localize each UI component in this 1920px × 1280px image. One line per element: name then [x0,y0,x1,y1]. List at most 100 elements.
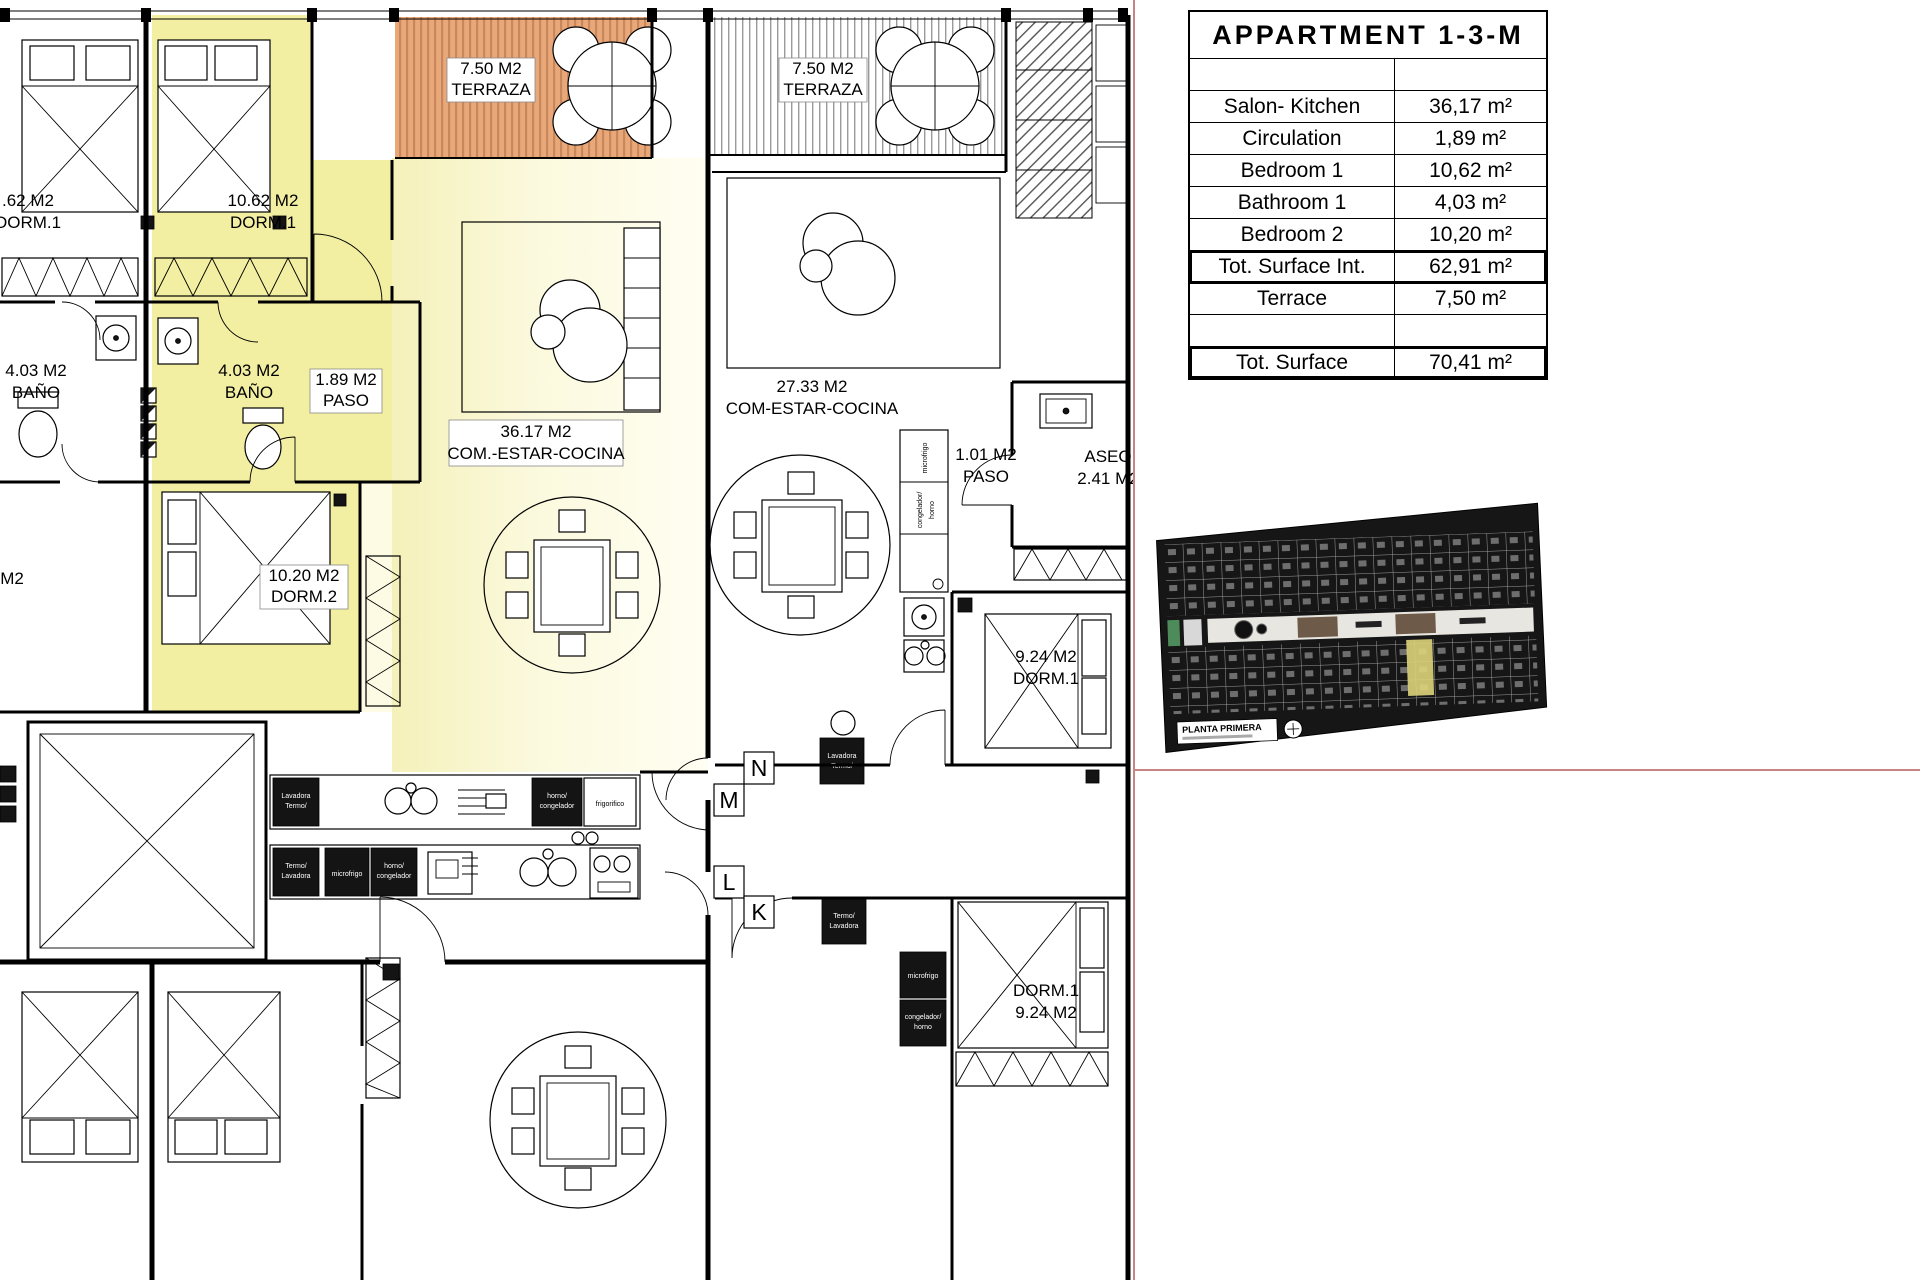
sink-icon [95,315,137,361]
marker-letter: N [751,755,768,781]
window-band [0,10,1128,20]
marker-letter: M [719,787,738,813]
appliance-label: congelador/ [917,492,924,529]
marker-letter: K [751,899,767,925]
bed-icon [984,613,1112,749]
table-row: Circulation 1,89 m² [1190,123,1546,155]
room-label: .62 M2 [2,191,54,210]
plan-boundary-line-horizontal [1133,769,1920,771]
washer-icon: Termo/ Lavadora [821,897,867,945]
appliance-label: Termo/ [285,803,306,810]
apartment-area-table: APPARTMENT 1-3-M Salon- Kitchen 36,17 m²… [1188,10,1548,380]
room-label: 1.01 M2 [955,445,1016,464]
room-label: DORM.1 [1013,981,1079,1000]
table-row-blank [1190,59,1546,91]
room-label: 27.33 M2 [777,377,848,396]
room-label: TERRAZA [783,80,863,99]
appliance-label: horno [929,501,936,519]
table-row: Bathroom 1 4,03 m² [1190,187,1546,219]
room-label: DORM.1 [1013,669,1079,688]
room-label: 9.24 M2 [1015,647,1076,666]
row-value: 4,03 m² [1434,190,1507,214]
bed-icon [157,39,271,213]
appliance-label: microfrigo [922,443,929,474]
appliance-label: Termo/ [285,863,306,870]
row-label: Terrace [1190,283,1395,314]
toilet-icon [17,391,59,458]
mini-highlighted-unit [1406,639,1435,696]
table-row: Bedroom 2 10,20 m² [1190,219,1546,251]
table-row: Bedroom 1 10,62 m² [1190,155,1546,187]
room-label: 36.17 M2 [501,422,572,441]
sink-icon [1039,393,1093,429]
table-row-blank [1190,315,1546,347]
section-markers: N M L K [713,751,775,929]
table-row-total: Tot. Surface 70,41 m² [1189,346,1547,379]
table-row-total-int: Tot. Surface Int. 62,91 m² [1189,250,1547,284]
appliance-label: congelador [377,873,412,880]
appliance-label: microfrigo [332,871,363,878]
row-value: 70,41 m² [1429,350,1512,374]
appliance-label: frigorifico [596,801,625,808]
room-label: BAÑO [12,383,60,402]
room-label: 4.03 M2 [5,361,66,380]
marker-letter: L [723,869,736,895]
building-overview-thumbnail: PLANTA PRIMERA [1156,502,1548,753]
wardrobe-icon [1,256,139,298]
room-label: DORM.1 [230,213,296,232]
wardrobe-icon [365,957,401,1099]
walls-outer [0,15,1131,1280]
row-value: 36,17 m² [1429,94,1512,118]
wardrobe-icon [365,555,401,707]
elevator-shaft [0,720,268,962]
room-label: 9.24 M2 [1015,1003,1076,1022]
floor-plan-sheet: microfrigo congelador/ horno Lavadora Te… [0,8,1133,1280]
appliance-label: Lavadora [281,873,310,880]
toilet-icon [242,407,284,470]
room-label: PASO [963,467,1009,486]
room-label: 10.62 M2 [228,191,299,210]
room-label: 7.50 M2 [460,59,521,78]
room-label: DORM.2 [271,587,337,606]
appliance-label: horno [914,1024,932,1031]
table-title: APPARTMENT 1-3-M [1190,12,1546,59]
room-label: 1.89 M2 [315,370,376,389]
nightstand-icon [957,597,973,613]
rug-icon [726,177,1001,369]
appliance-label: congelador/ [905,1014,942,1021]
wardrobe-icon [1013,548,1127,581]
appliance-label: Lavadora [827,753,856,760]
washer-icon: Lavadora Termo/ [819,710,865,785]
row-label [1190,59,1395,90]
kitchen-column: microfrigo congelador/ horno [899,429,949,673]
room-label: COM-ESTAR-COCINA [726,399,899,418]
room-label: TERRAZA [451,80,531,99]
kitchen-counter: Termo/ Lavadora microfrigo horno/ congel… [269,844,641,900]
kitchen-column: microfrigo congelador/ horno [899,951,947,1047]
bed-icon [161,491,331,645]
table-row: Terrace 7,50 m² [1190,283,1546,315]
wardrobe-icon [955,1051,1109,1087]
appliance-label: microfrigo [908,973,939,980]
door-arcs [61,233,1013,963]
nightstand-icon [333,493,347,507]
dining-table-icon [709,454,891,636]
appliance-label: horno/ [547,793,567,800]
row-value: 7,50 m² [1434,286,1507,310]
nightstand-icon [272,215,287,230]
armchairs-icon [799,212,896,316]
room-label: M2 [0,569,24,588]
shelf-icon [623,227,661,411]
bed-icon [21,991,139,1163]
terrace-table-icon [875,26,995,146]
terrace-table-icon [552,26,672,146]
room-labels: 7.50 M2 TERRAZA 7.50 M2 TERRAZA .62 M2 D… [0,57,1133,1022]
room-label: DORM.1 [0,213,61,232]
row-label: Circulation [1190,123,1395,154]
bed-icon [957,901,1109,1049]
appliance-label: Lavadora [829,923,858,930]
plan-boundary-line-vertical [1133,0,1135,1280]
stair-hatch [1015,21,1127,219]
row-value: 10,62 m² [1429,158,1512,182]
walls-inner [0,15,1128,1280]
